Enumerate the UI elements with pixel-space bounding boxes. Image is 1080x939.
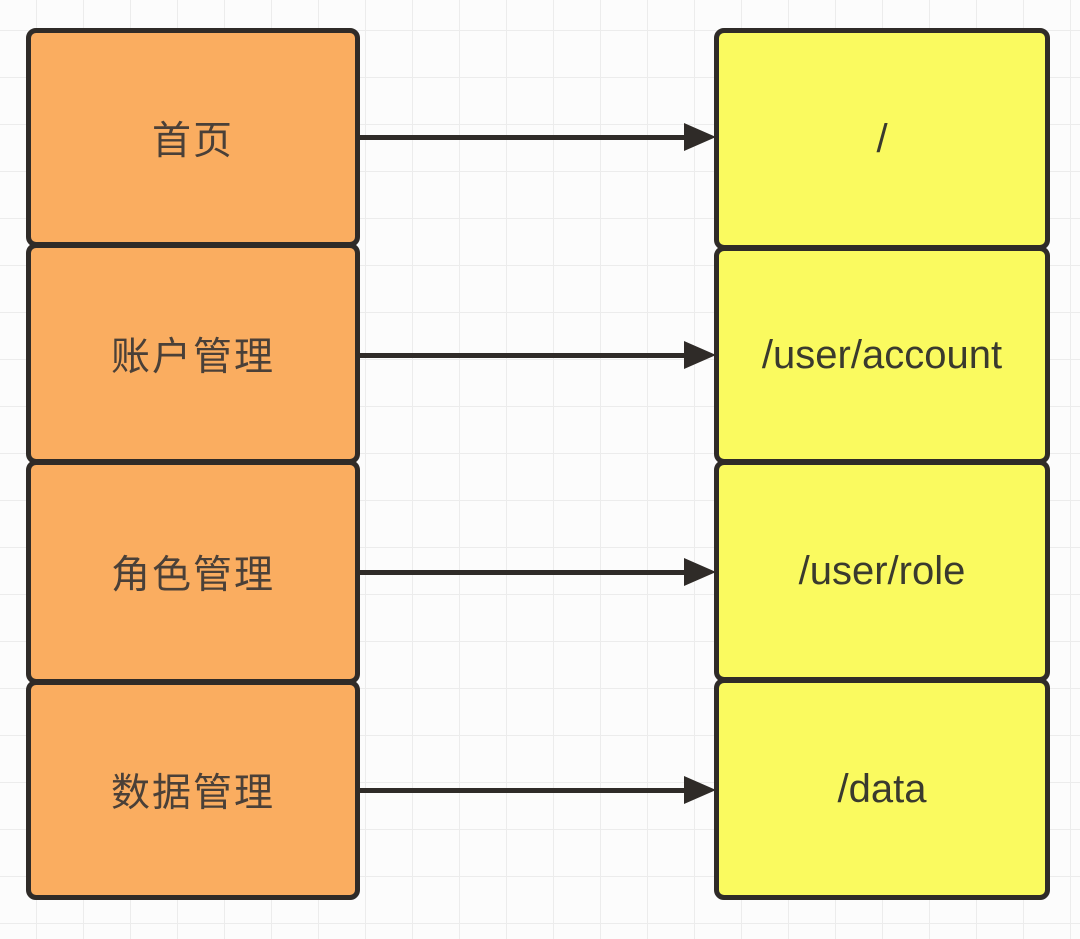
- menu-box-home-label: 首页: [151, 119, 234, 163]
- arrow-line: [358, 134, 694, 140]
- arrow-data-to-data-icon: [358, 776, 716, 804]
- arrow-line: [358, 787, 694, 793]
- arrow-line: [358, 352, 694, 358]
- route-box-user-account-label: /user/account: [761, 332, 1003, 377]
- menu-box-home: 首页: [26, 28, 360, 247]
- arrow-account-to-user-account-icon: [358, 341, 716, 369]
- arrow-head-icon: [684, 558, 716, 586]
- menu-box-data-management: 数据管理: [26, 680, 360, 900]
- menu-box-account-management: 账户管理: [26, 243, 360, 464]
- arrow-home-to-root-icon: [358, 123, 716, 151]
- menu-box-account-management-label: 账户管理: [110, 335, 275, 379]
- menu-box-role-management-label: 角色管理: [110, 554, 275, 597]
- arrow-line: [358, 569, 694, 575]
- route-box-data: /data: [714, 678, 1050, 900]
- route-box-user-role-label: /user/role: [798, 548, 966, 593]
- menu-box-data-management-label: 数据管理: [110, 772, 275, 815]
- arrow-head-icon: [684, 123, 716, 151]
- route-box-data-label: /data: [837, 766, 927, 811]
- menu-box-role-management: 角色管理: [26, 460, 360, 684]
- route-box-user-role: /user/role: [714, 460, 1050, 682]
- route-box-root: /: [714, 28, 1050, 250]
- arrow-role-to-user-role-icon: [358, 558, 716, 586]
- arrow-head-icon: [684, 776, 716, 804]
- arrow-head-icon: [684, 341, 716, 369]
- route-box-user-account: /user/account: [714, 246, 1050, 464]
- route-box-root-label: /: [876, 116, 888, 161]
